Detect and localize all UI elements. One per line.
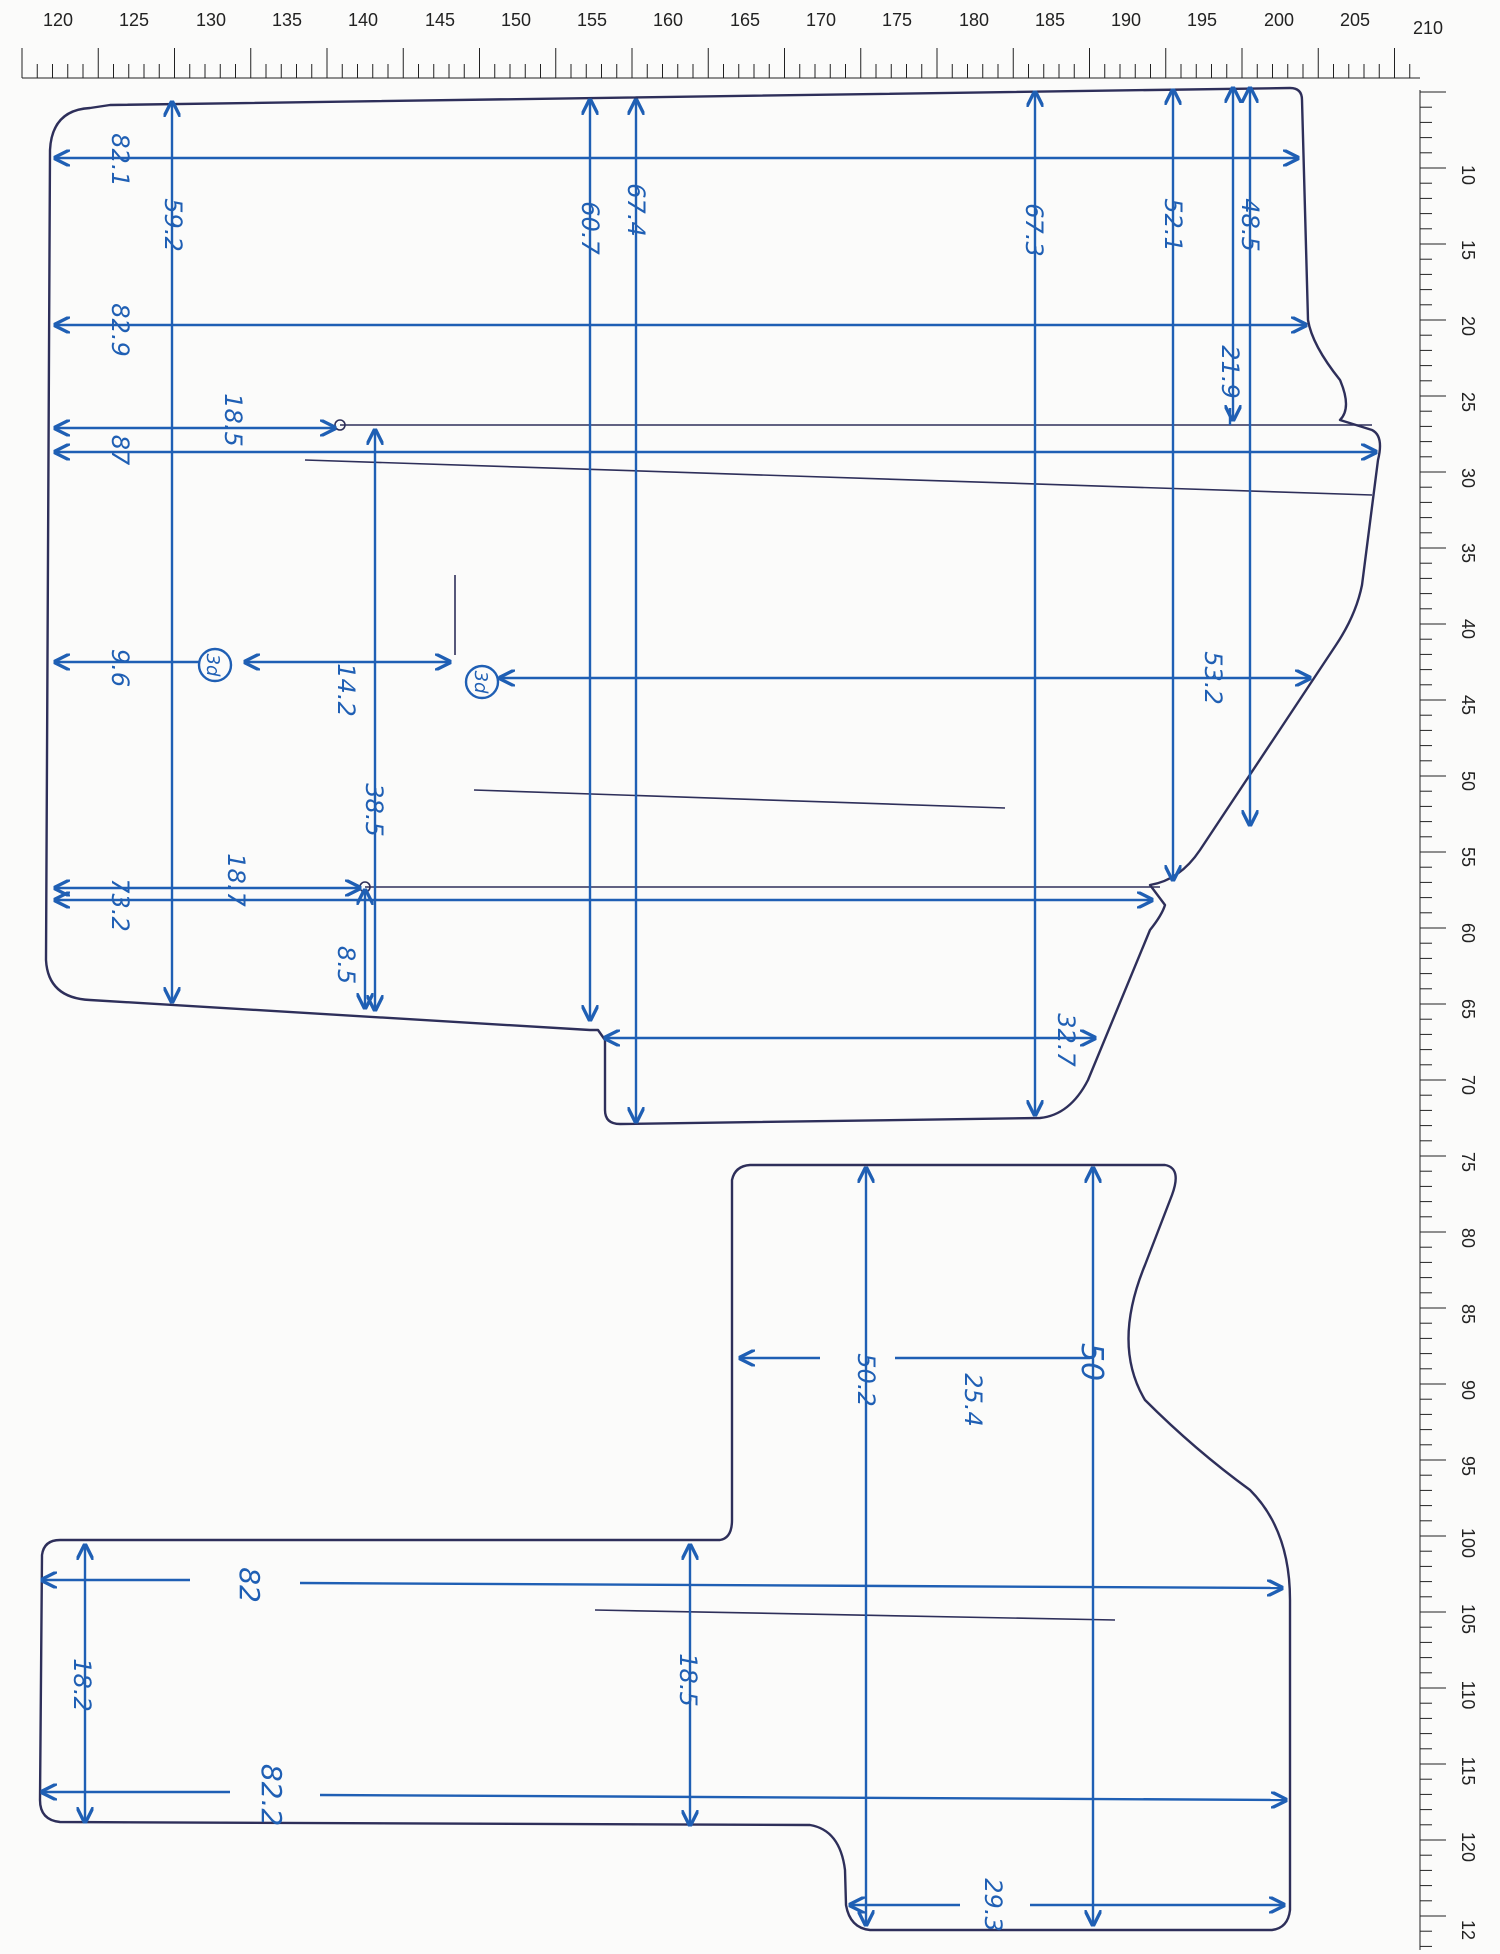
measure-label: 18.5 xyxy=(219,393,247,446)
right-ruler-label: 10 xyxy=(1458,165,1478,185)
measure-label: 82.9 xyxy=(106,303,134,356)
right-ruler-ticks xyxy=(1420,91,1446,1947)
top-ruler-label: 140 xyxy=(348,10,378,30)
top-ruler-label: 210 xyxy=(1413,18,1443,38)
right-ruler-label: 75 xyxy=(1458,1152,1478,1172)
top-ruler-label: 125 xyxy=(119,10,149,30)
right-ruler-label: 40 xyxy=(1458,619,1478,639)
right-ruler-label: 15 xyxy=(1458,240,1478,260)
marker-circle xyxy=(197,647,233,683)
right-ruler-label: 70 xyxy=(1458,1075,1478,1095)
right-ruler-label: 85 xyxy=(1458,1304,1478,1324)
right-ruler-label: 90 xyxy=(1458,1380,1478,1400)
top-ruler-label: 175 xyxy=(882,10,912,30)
top-ruler-ticks xyxy=(21,48,1411,78)
measure-label: 48.5 xyxy=(1236,198,1264,251)
measure-label: 60.7 xyxy=(576,201,604,255)
top-ruler-label: 190 xyxy=(1111,10,1141,30)
right-ruler-label: 95 xyxy=(1458,1456,1478,1476)
dim-line xyxy=(319,1795,1286,1800)
upper-pattern-piece: 82.1 59.2 60.7 67.4 67.3 52.1 48.5 82.9 … xyxy=(44,86,1382,1126)
measure-label: 21.9 xyxy=(1216,345,1244,398)
measure-label: 82.1 xyxy=(106,133,134,186)
measure-label: 29.3 xyxy=(979,1878,1007,1931)
right-ruler: 10 15 20 25 30 35 40 45 50 55 60 65 70 7… xyxy=(1419,90,1478,1950)
top-ruler-label: 130 xyxy=(196,10,226,30)
reference-line xyxy=(594,1609,1116,1621)
right-ruler-label: 120 xyxy=(1458,1832,1478,1862)
measure-label: 18.2 xyxy=(68,1658,96,1711)
measure-label: 73.2 xyxy=(106,878,134,931)
marker-label: 3d xyxy=(470,671,491,694)
right-ruler-label: 55 xyxy=(1458,847,1478,867)
top-ruler-label: 135 xyxy=(272,10,302,30)
top-ruler-label: 195 xyxy=(1187,10,1217,30)
top-ruler-label: 205 xyxy=(1340,10,1370,30)
top-ruler-label: 150 xyxy=(501,10,531,30)
measure-label: 25.4 xyxy=(959,1373,987,1426)
top-ruler-label: 170 xyxy=(806,10,836,30)
upper-piece-outline xyxy=(44,86,1382,1126)
right-ruler-label: 60 xyxy=(1458,923,1478,943)
measure-label: 32.7 xyxy=(1052,1013,1080,1067)
right-ruler-labels: 10 15 20 25 30 35 40 45 50 55 60 65 70 7… xyxy=(1458,165,1478,1940)
lower-piece-outline xyxy=(38,1163,1292,1932)
right-ruler-label: 65 xyxy=(1458,999,1478,1019)
top-ruler: 120 125 130 135 140 145 150 155 160 165 … xyxy=(21,10,1443,79)
top-ruler-label: 185 xyxy=(1035,10,1065,30)
measure-label: 50 xyxy=(1074,1343,1109,1381)
reference-line xyxy=(304,459,1373,496)
measure-label: 50.2 xyxy=(852,1353,880,1406)
right-ruler-label: 100 xyxy=(1458,1528,1478,1558)
measure-label: 9.6 xyxy=(106,649,134,687)
dim-line xyxy=(299,1583,1282,1588)
right-ruler-label: 20 xyxy=(1458,316,1478,336)
measure-label: 14.2 xyxy=(332,663,360,716)
top-ruler-label: 165 xyxy=(730,10,760,30)
marker-circle xyxy=(464,664,500,700)
right-ruler-label: 45 xyxy=(1458,695,1478,715)
marker-label: 3d xyxy=(202,654,223,677)
measure-label: 8.5 xyxy=(332,946,360,984)
top-ruler-labels: 120 125 130 135 140 145 150 155 160 165 … xyxy=(43,10,1443,38)
measure-label: 53.2 xyxy=(1199,651,1227,704)
measure-label: 38.5 xyxy=(360,783,388,836)
measure-label: 18.5 xyxy=(674,1653,702,1706)
top-ruler-label: 200 xyxy=(1264,10,1294,30)
lower-pattern-piece: 50.2 25.4 50 82 18.5 18.2 82.2 29.3 xyxy=(38,1163,1292,1932)
top-ruler-label: 145 xyxy=(425,10,455,30)
right-ruler-label: 35 xyxy=(1458,543,1478,563)
top-ruler-label: 180 xyxy=(959,10,989,30)
right-ruler-label: 30 xyxy=(1458,468,1478,488)
measure-label: 18.7 xyxy=(222,853,250,907)
measure-label: 59.2 xyxy=(159,198,187,251)
measure-label: 52.1 xyxy=(1159,198,1187,251)
measure-label: 82 xyxy=(233,1567,266,1603)
measure-label: 87 xyxy=(106,435,134,466)
right-ruler-label: 105 xyxy=(1458,1604,1478,1634)
top-ruler-label: 120 xyxy=(43,10,73,30)
right-ruler-label: 50 xyxy=(1458,771,1478,791)
measure-label: 67.3 xyxy=(1020,203,1048,256)
right-ruler-label: 80 xyxy=(1458,1228,1478,1248)
right-ruler-label: 110 xyxy=(1458,1681,1478,1710)
top-ruler-label: 160 xyxy=(653,10,683,30)
right-ruler-label: 25 xyxy=(1458,392,1478,412)
top-ruler-label: 155 xyxy=(577,10,607,30)
right-ruler-label: 12 xyxy=(1458,1920,1478,1940)
measure-label: 67.4 xyxy=(622,183,650,236)
reference-line xyxy=(473,789,1006,809)
measure-label: 82.2 xyxy=(255,1764,288,1826)
right-ruler-label: 115 xyxy=(1458,1757,1478,1786)
